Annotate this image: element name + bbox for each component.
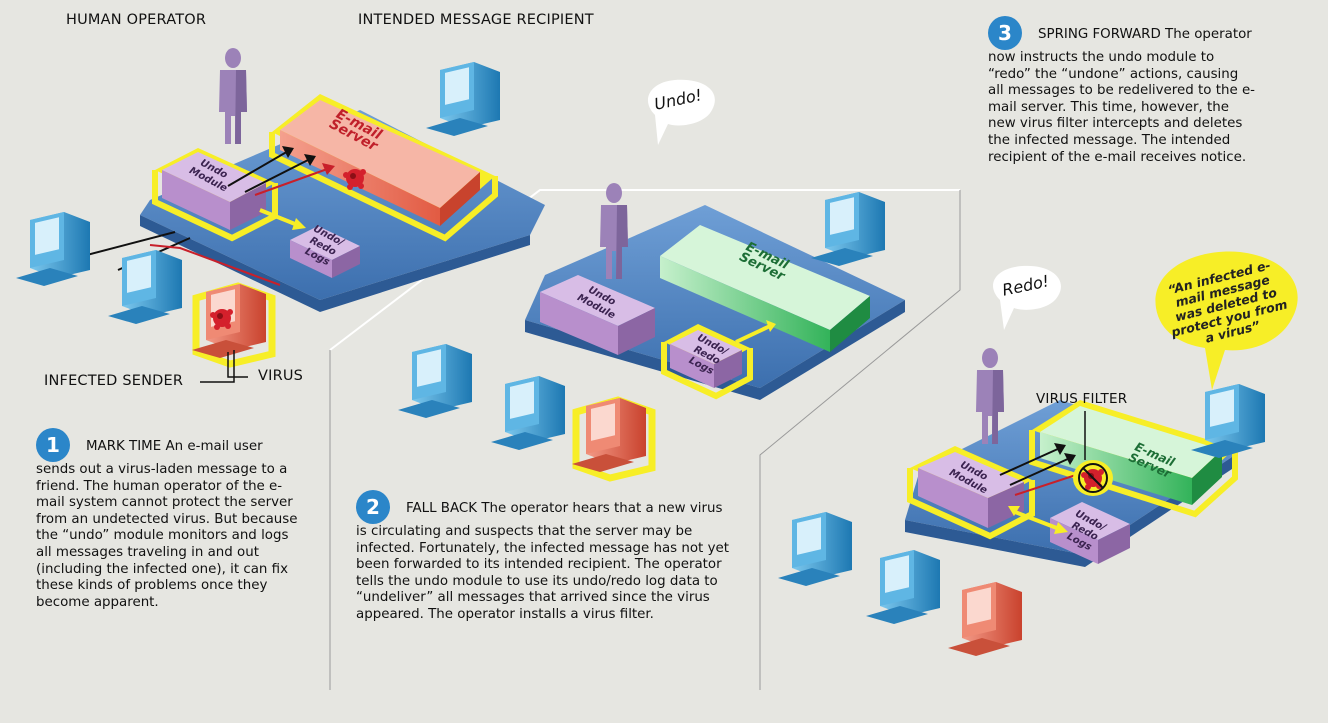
- undo-module: [540, 275, 655, 355]
- step-3-heading: SPRING FORWARD: [1038, 27, 1161, 42]
- human-operator-figure: [219, 48, 247, 144]
- step-3-body: The operator now instructs the undo modu…: [988, 27, 1256, 165]
- panel-1-scene: [16, 48, 545, 383]
- email-server: [660, 225, 870, 352]
- log-arrow: [259, 208, 301, 228]
- message-arrow: [1009, 457, 1071, 486]
- step-1-badge: 1: [36, 428, 70, 462]
- user-computer: [778, 512, 852, 586]
- message-arrow: [999, 447, 1061, 476]
- recipient-computer: [1191, 384, 1265, 458]
- step-2-badge: 2: [356, 490, 390, 524]
- infected-sender-computer: [192, 282, 276, 368]
- operator-figure: [976, 348, 1004, 444]
- user-computer: [866, 550, 940, 624]
- undo-module: [152, 148, 278, 242]
- infected-message-arrow: [149, 244, 281, 286]
- panel-2-scene: [398, 79, 905, 482]
- intended-recipient-label: INTENDED MESSAGE RECIPIENT: [358, 12, 594, 28]
- step-2-heading: FALL BACK: [406, 501, 478, 516]
- step-1-body: An e-mail user sends out a virus-laden m…: [36, 439, 298, 610]
- infected-sender-computer: [948, 582, 1022, 656]
- virus-filter-label: VIRUS FILTER: [1036, 391, 1128, 407]
- virus-filter-icon: [1073, 460, 1113, 496]
- user-computer: [398, 344, 472, 418]
- undo-redo-logs: [290, 226, 360, 278]
- undo-module: [907, 446, 1035, 540]
- panel-3-scene: [778, 251, 1298, 656]
- message-arrow: [244, 157, 313, 193]
- log-arrow: [1014, 510, 1063, 532]
- step-3-text: 3 SPRING FORWARD The operator now instruc…: [988, 16, 1256, 166]
- step-2-text: 2 FALL BACK The operator hears that a new…: [356, 490, 736, 624]
- human-operator-label: HUMAN OPERATOR: [66, 12, 207, 28]
- user-computer: [16, 212, 90, 286]
- panel-divider: [759, 190, 961, 690]
- message-arrow: [227, 149, 291, 187]
- undo-redo-logs: [661, 324, 753, 400]
- step-1-text: 1 MARK TIME An e-mail user sends out a vi…: [36, 428, 304, 611]
- user-computer: [491, 376, 565, 450]
- recipient-computer: [811, 192, 885, 266]
- recipient-computer: [426, 62, 500, 136]
- user-computer: [108, 250, 182, 324]
- step-1-heading: MARK TIME: [86, 439, 162, 454]
- step-2-body: The operator hears that a new virus is c…: [356, 501, 729, 622]
- speech-bubble-undo: [647, 79, 715, 145]
- panel-divider: [329, 189, 960, 351]
- notice-bubble: [1155, 251, 1298, 390]
- infected-sender-label: INFECTED SENDER: [44, 373, 184, 389]
- virus-label: VIRUS: [258, 368, 304, 384]
- infected-sender-computer: [572, 396, 656, 482]
- log-arrow: [735, 324, 771, 344]
- infected-message-arrow: [254, 167, 331, 196]
- step-3-badge: 3: [988, 16, 1022, 50]
- speech-bubble-redo: [993, 265, 1061, 330]
